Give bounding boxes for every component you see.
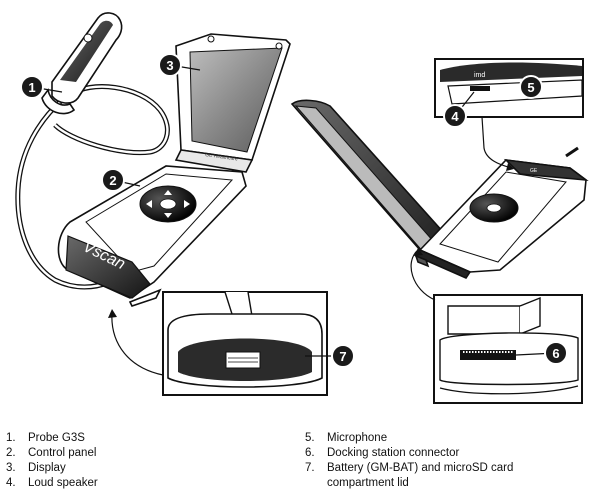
left-device: GE Healthcare Vscan <box>15 12 291 307</box>
legend-item-continuation: compartment lid <box>327 477 409 489</box>
probe-g3s <box>41 12 123 115</box>
legend-item: 1.Probe G3S <box>6 432 85 444</box>
callout-5-label: 5 <box>527 80 534 95</box>
callout-1-label: 1 <box>28 80 35 95</box>
lid-brand-label: GE Healthcare <box>205 152 239 163</box>
callout-7-label: 7 <box>339 349 346 364</box>
callout-2-label: 2 <box>109 173 116 188</box>
control-panel: Vscan <box>57 165 247 307</box>
callout-3-label: 3 <box>166 58 173 73</box>
callout-6: 6 <box>515 341 568 365</box>
inset-battery-lid <box>108 291 328 396</box>
inset-logo-text: imd <box>474 72 485 79</box>
legend-left: 1.Probe G3S 2.Control panel 3.Display 4.… <box>6 431 98 491</box>
callout-2: 2 <box>101 168 141 192</box>
display-lid: GE Healthcare <box>174 33 291 173</box>
legend-right: 5.Microphone 6.Docking station connector… <box>305 431 513 491</box>
callout-6-label: 6 <box>552 346 559 361</box>
legend-item: 2.Control panel <box>6 447 97 459</box>
right-device: GE <box>290 99 589 280</box>
callout-7: 7 <box>305 344 355 368</box>
callout-3: 3 <box>158 53 201 77</box>
legend-item: 6.Docking station connector <box>305 447 460 459</box>
legend-item: 3.Display <box>6 462 66 474</box>
callout-4-label: 4 <box>451 109 459 124</box>
legend-item: 7.Battery (GM-BAT) and microSD card <box>305 462 514 474</box>
right-brand-label: GE <box>530 168 538 174</box>
callout-5: 5 <box>519 75 543 99</box>
callout-4: 4 <box>443 91 475 128</box>
callout-1: 1 <box>20 75 63 99</box>
device-diagram: GE Healthcare Vscan GE imd <box>15 12 589 404</box>
inset-dock-connector <box>410 248 583 404</box>
legend-item: 5.Microphone <box>305 432 388 444</box>
legend-item: 4.Loud speaker <box>6 477 98 489</box>
